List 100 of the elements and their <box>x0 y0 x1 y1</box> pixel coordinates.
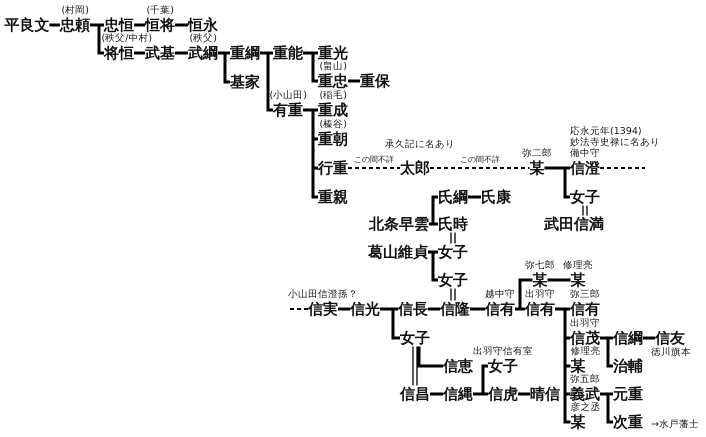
note-text: 修理亮 <box>570 346 600 356</box>
person-name: 信有 <box>485 300 515 318</box>
person-name: 行重 <box>318 160 348 176</box>
person-name: 義武 <box>570 386 600 402</box>
note-text: 出羽守信有室 <box>473 346 533 356</box>
person-name: 重親 <box>318 188 348 206</box>
person-name: 重成 <box>318 102 348 118</box>
note-text: (村岡) <box>62 4 89 16</box>
person-name: 太郎 <box>400 160 430 176</box>
person-name: 信昌 <box>400 386 430 402</box>
note-text: (千葉) <box>146 4 174 16</box>
person-name: 女子 <box>488 358 518 374</box>
tree-line <box>468 196 481 198</box>
person-name: 重朝 <box>318 130 348 148</box>
person-name: 信茂 <box>570 330 600 346</box>
person-name: 武基 <box>145 44 175 62</box>
person-name: 女子 <box>438 272 468 288</box>
tree-line <box>175 24 188 26</box>
person-name: 女子 <box>570 188 600 206</box>
marriage-line <box>450 288 456 302</box>
tree-line <box>218 52 230 84</box>
person-name: 基家 <box>230 74 260 90</box>
note-text: 出羽守 <box>570 318 600 328</box>
note-text: (秩父/中村) <box>102 32 152 44</box>
note-text: (稲毛) <box>320 90 347 100</box>
note-text: 越中守 <box>485 288 515 300</box>
tree-line <box>643 336 655 340</box>
person-name: 某 <box>532 272 548 288</box>
note-text: 弥五郎 <box>570 374 600 384</box>
tree-line <box>338 308 350 310</box>
person-name: 某 <box>530 160 544 176</box>
person-name: 葛山維貞 <box>368 244 428 260</box>
person-name: 信友 <box>655 330 685 346</box>
person-name: 元重 <box>613 386 643 402</box>
tree-line <box>429 196 438 226</box>
person-name: 信恵 <box>443 358 473 374</box>
dashed-line <box>600 167 645 169</box>
tree-line <box>50 24 60 26</box>
tree-line <box>175 52 188 54</box>
edge-label: この間不詳 <box>458 155 501 165</box>
person-name: 信長 <box>398 300 428 318</box>
tree-line <box>428 250 438 282</box>
person-name: 信実 <box>308 300 338 318</box>
note-text: 小山田信澄孫？ <box>288 288 358 300</box>
note-text: (小山田) <box>270 90 307 100</box>
person-name: 信有 <box>570 300 600 318</box>
person-name: 治輔 <box>613 358 643 374</box>
person-name: 次重 <box>613 414 643 430</box>
person-name: 重光 <box>318 44 348 62</box>
marriage-line <box>450 232 456 244</box>
tree-line <box>470 308 485 310</box>
person-name: 晴信 <box>530 386 560 402</box>
dashed-line <box>430 167 530 169</box>
tree-line <box>518 392 530 396</box>
tree-line <box>544 166 570 198</box>
person-name: 氏康 <box>481 188 511 206</box>
tree-line <box>90 24 104 54</box>
tree-line <box>430 392 443 396</box>
person-name: 北条早雲 <box>369 216 429 232</box>
note-text: 弥七郎 <box>525 260 555 270</box>
person-name: 忠恒 <box>104 16 134 34</box>
person-name: 重忠 <box>318 72 348 90</box>
tree-line <box>348 80 360 82</box>
tree-line <box>428 308 440 310</box>
note-text: 備中守 <box>570 148 600 158</box>
edge-label: この間不詳 <box>353 155 395 165</box>
tree-line <box>548 278 570 282</box>
person-name: 重保 <box>360 72 390 90</box>
note-text: (秩父) <box>190 32 217 44</box>
note-text: 徳川旗本 <box>651 346 691 358</box>
note-text: 妙法寺史禄に名あり <box>570 136 660 148</box>
tree-line <box>134 52 145 54</box>
note-text: →水戸藩士 <box>651 418 699 430</box>
person-name: 某 <box>570 414 586 430</box>
note-text: 承久記に名あり <box>385 138 455 150</box>
person-name: 将恒 <box>104 44 134 62</box>
note-text: (畠山) <box>320 60 347 72</box>
person-name: 有重 <box>273 102 303 118</box>
person-name: 平良文 <box>4 16 50 34</box>
person-name: 信綱 <box>613 330 643 346</box>
note-text: 弥三郎 <box>570 288 600 300</box>
person-name: 忠頼 <box>60 16 90 34</box>
note-text: 応永元年(1394) <box>570 126 642 136</box>
tree-line <box>303 52 318 82</box>
person-name: 恒永 <box>188 16 218 34</box>
person-name: 信縄 <box>443 386 473 402</box>
person-name: 重綱 <box>230 44 260 62</box>
person-name: 氏綱 <box>438 188 468 206</box>
person-name: 某 <box>570 358 586 374</box>
marriage-line <box>412 346 418 386</box>
note-text: 弥二郎 <box>522 148 552 158</box>
person-name: 女子 <box>438 244 468 260</box>
tree-line <box>418 346 443 368</box>
person-name: 重能 <box>273 44 303 62</box>
person-name: 信光 <box>350 300 380 318</box>
person-name: 信虎 <box>488 386 518 402</box>
person-name: 信隆 <box>440 300 470 318</box>
person-name: 女子 <box>400 330 430 346</box>
person-name: 信澄 <box>570 160 600 176</box>
dashed-line <box>348 167 400 169</box>
